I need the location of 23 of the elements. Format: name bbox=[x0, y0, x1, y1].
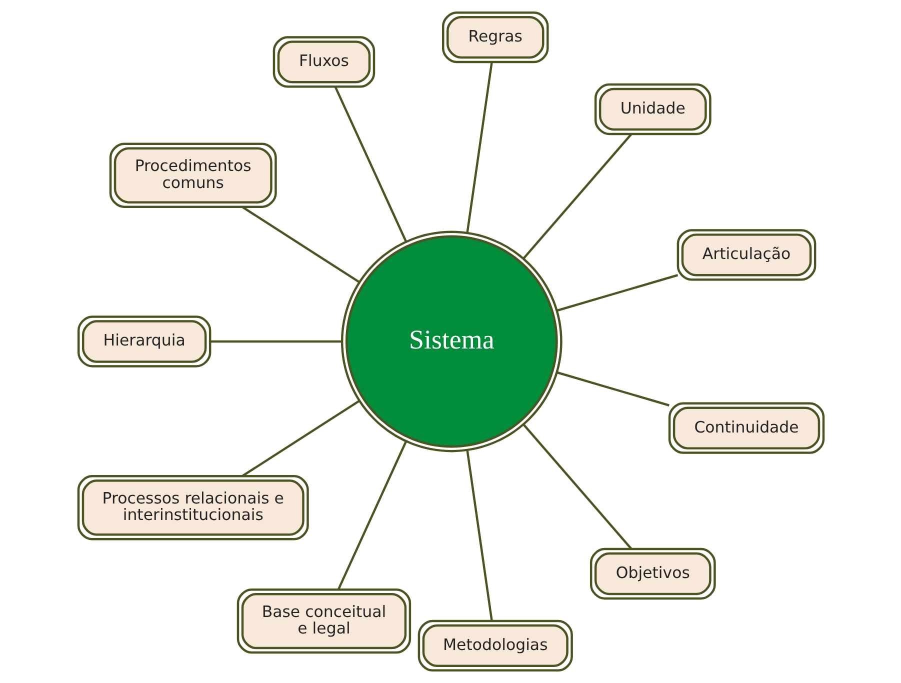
connector bbox=[556, 371, 669, 406]
connector bbox=[522, 424, 632, 550]
node-box: Fluxos bbox=[272, 36, 375, 88]
node-box: Articulação bbox=[676, 229, 816, 281]
connector bbox=[466, 450, 492, 621]
connector bbox=[336, 440, 407, 590]
node-box: Unidade bbox=[594, 83, 711, 136]
connector bbox=[241, 400, 360, 478]
node-box: Metodologias bbox=[417, 620, 572, 672]
node-circle: Sistema bbox=[340, 230, 562, 452]
node-box: Objetivos bbox=[589, 548, 716, 600]
connector bbox=[334, 86, 407, 242]
node-box: Processos relacionais e interinstitucionais bbox=[76, 475, 308, 540]
connector bbox=[522, 133, 632, 260]
connector bbox=[210, 340, 342, 343]
node-box: Base conceitual e legal bbox=[236, 588, 411, 654]
node-box: Regras bbox=[442, 11, 548, 64]
node-box: Hierarquia bbox=[76, 316, 211, 368]
node-box: Continuidade bbox=[668, 402, 824, 454]
connector bbox=[556, 274, 678, 312]
connector bbox=[241, 206, 360, 284]
node-box: Procedimentos comuns bbox=[108, 142, 276, 208]
connector bbox=[466, 62, 492, 234]
